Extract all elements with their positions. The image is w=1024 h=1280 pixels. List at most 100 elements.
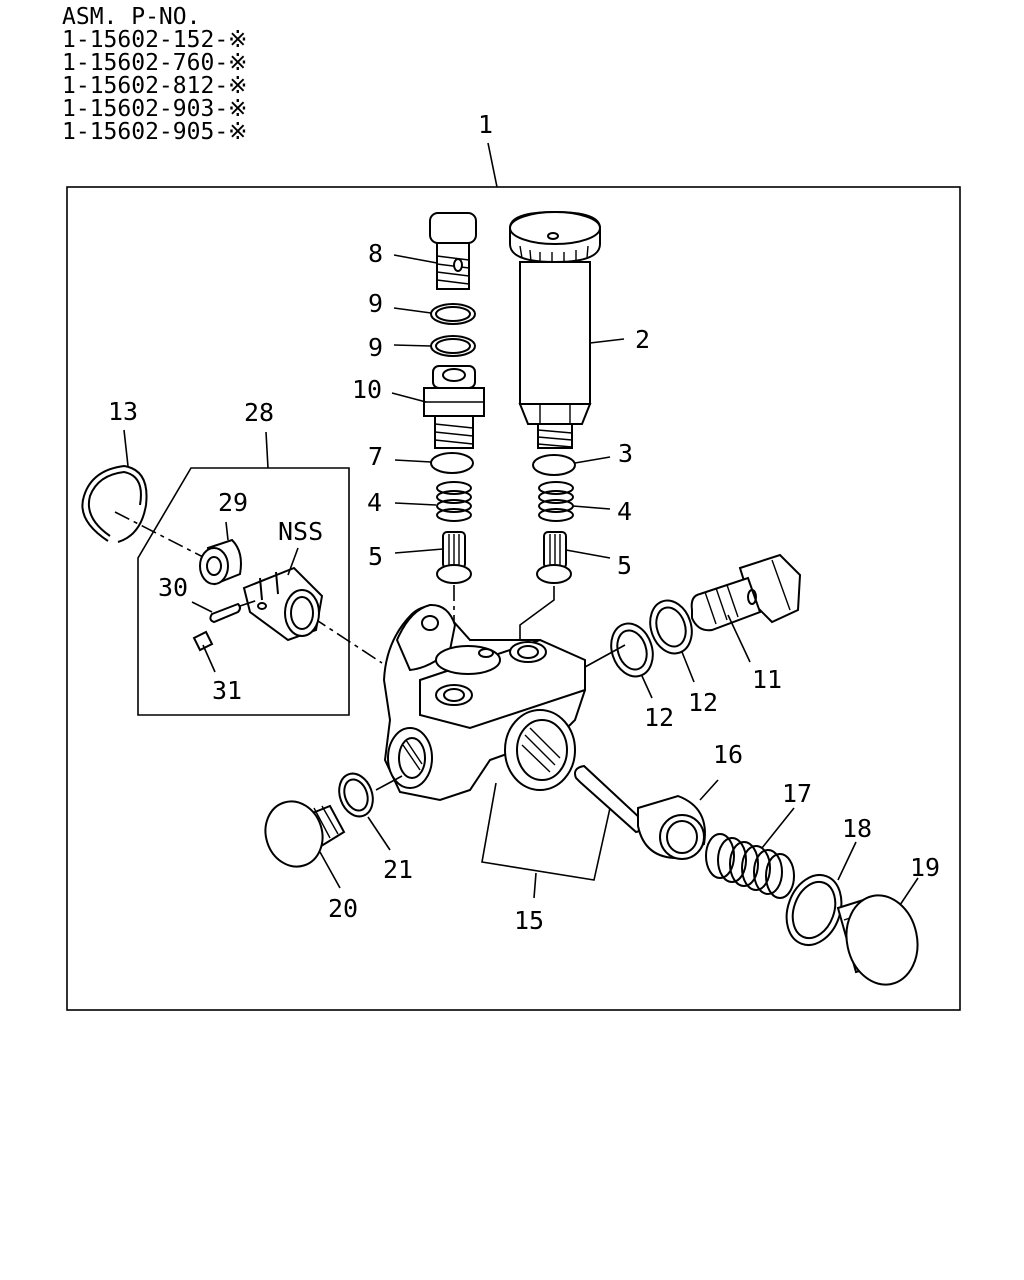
- callout-4: 4: [367, 488, 382, 517]
- part-2-priming-pump: [509, 210, 601, 449]
- part-18-gasket-inner: [791, 880, 837, 940]
- leader-line-2: [589, 338, 625, 344]
- part-31-key: [192, 630, 214, 652]
- assembly-frame: [66, 186, 961, 1011]
- leader-line-9a: [393, 307, 432, 314]
- part-15-pin: [574, 764, 645, 834]
- leader-line-13: [123, 429, 129, 467]
- leader-line-16: [699, 779, 719, 801]
- callout-13: 13: [108, 397, 138, 426]
- part-9-gasket-lower-inner: [435, 338, 471, 354]
- part-30-pin: [209, 602, 241, 624]
- assembly-part-number: 1-15602-812-※: [62, 73, 248, 99]
- centerline-13: [114, 511, 206, 559]
- part-9-gasket-upper: [430, 303, 476, 325]
- leader-line-30: [191, 601, 213, 613]
- leader-line-10: [391, 392, 427, 403]
- assembly-part-number: 1-15602-903-※: [62, 96, 248, 122]
- part-19-plug: [836, 894, 919, 986]
- callout-16: 16: [713, 740, 743, 769]
- callout-nss: NSS: [278, 517, 323, 546]
- leader-line-15: [533, 872, 537, 899]
- assembly-part-number: 1-15602-905-※: [62, 119, 248, 145]
- leader-line-21: [367, 816, 391, 851]
- part-8-bolt: [429, 212, 477, 290]
- part-13-snap-ring: [81, 464, 148, 543]
- callout-17: 17: [782, 779, 812, 808]
- leader-line-17: [761, 807, 795, 849]
- assembly-part-number: 1-15602-152-※: [62, 27, 248, 53]
- callout-4: 4: [617, 497, 632, 526]
- callout-2: 2: [635, 325, 650, 354]
- callout-7: 7: [368, 442, 383, 471]
- leader-line-4a: [394, 502, 437, 506]
- part-5-valve-right: [536, 531, 572, 584]
- subassembly-box-28: [137, 467, 350, 716]
- part-12-gasket-back-inner: [655, 606, 687, 648]
- part-18-gasket: [785, 874, 843, 946]
- part-11-bolt: [690, 553, 802, 632]
- leader-line-8: [393, 254, 438, 264]
- centerline-right: [519, 586, 555, 645]
- callout-20: 20: [328, 894, 358, 923]
- leader-line-3: [574, 456, 611, 464]
- part-10-connector: [423, 365, 485, 449]
- leader-line-body-left: [375, 775, 403, 791]
- leader-line-nss: [311, 616, 383, 664]
- callout-30: 30: [158, 573, 188, 602]
- part-29-roller: [199, 538, 242, 586]
- part-12-gasket-front: [610, 622, 654, 678]
- callout-9: 9: [368, 333, 383, 362]
- part-5-valve-left: [436, 531, 472, 584]
- callout-29: 29: [218, 488, 248, 517]
- callout-1: 1: [478, 110, 493, 139]
- part-16-sleeve: [637, 794, 706, 860]
- pump-body: [382, 603, 587, 802]
- part-21-gasket: [338, 772, 374, 818]
- callout-10: 10: [352, 375, 382, 404]
- callout-5: 5: [368, 542, 383, 571]
- centerline-30: [239, 599, 259, 607]
- part-21-gasket-inner: [343, 778, 369, 812]
- callout-5: 5: [617, 551, 632, 580]
- callout-15: 15: [514, 906, 544, 935]
- leader-line-20: [319, 851, 341, 889]
- leader-line-31: [202, 644, 216, 673]
- leader-line-29: [225, 521, 229, 541]
- leader-line-7: [394, 459, 432, 463]
- leader-line-12b: [681, 651, 695, 683]
- leader-line-nss-label: [287, 547, 299, 576]
- leader-line-9b: [393, 344, 432, 347]
- callout-9: 9: [368, 289, 383, 318]
- part-9-gasket-upper-inner: [435, 306, 471, 322]
- leader-line-5b: [565, 549, 611, 559]
- bracket-15: [481, 782, 611, 881]
- callout-8: 8: [368, 239, 383, 268]
- leader-line-4b: [572, 505, 611, 510]
- callout-12: 12: [644, 703, 674, 732]
- part-12-gasket-back: [649, 599, 693, 655]
- assembly-part-number-title: ASM. P-NO.: [62, 4, 201, 30]
- callout-3: 3: [618, 439, 633, 468]
- part-4-spring-left: [436, 481, 472, 522]
- part-7-o-ring: [430, 452, 474, 474]
- callout-12: 12: [688, 688, 718, 717]
- part-nss-tappet: [242, 566, 324, 642]
- leader-line-11: [727, 614, 751, 663]
- leader-line-19: [899, 877, 919, 906]
- leader-line-12a: [641, 675, 653, 699]
- part-12-gasket-front-inner: [616, 629, 648, 671]
- callout-21: 21: [383, 855, 413, 884]
- callout-19: 19: [910, 853, 940, 882]
- part-4-spring-right: [538, 481, 574, 522]
- callout-31: 31: [212, 676, 242, 705]
- leader-line-1: [487, 142, 498, 188]
- part-13-snap-ring-inner: [88, 470, 142, 537]
- assembly-part-number-block: ASM. P-NO. 1-15602-152-※ 1-15602-760-※ 1…: [62, 6, 247, 144]
- part-20-plug: [264, 800, 346, 868]
- callout-18: 18: [842, 814, 872, 843]
- assembly-part-number: 1-15602-760-※: [62, 50, 248, 76]
- callout-11: 11: [752, 665, 782, 694]
- part-3-o-ring: [532, 454, 576, 476]
